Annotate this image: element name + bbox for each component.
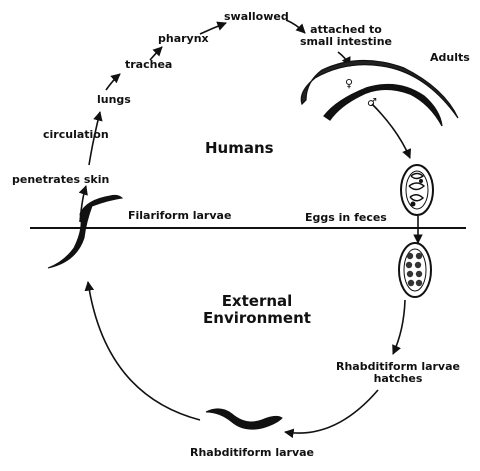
egg-in-feces [401, 165, 433, 215]
label-swallowed: swallowed [224, 11, 289, 23]
arrow-lungs-to-trachea [106, 74, 120, 90]
label-attached: attached to small intestine [298, 24, 394, 48]
label-rhabditiform-hatches: Rhabditiform larvae hatches [332, 361, 464, 385]
label-attached-line2: small intestine [298, 36, 394, 48]
arrow-hatches-to-bottom-larva [285, 390, 378, 433]
label-eggs-in-feces: Eggs in feces [305, 212, 387, 224]
label-lungs: lungs [97, 94, 131, 106]
arrow-adults-to-eggs [372, 104, 410, 158]
label-penetrates-skin: penetrates skin [12, 174, 109, 186]
arrow-bottom-larva-to-filariform [88, 282, 200, 420]
arrow-egg-to-rhabditiform-hatches [393, 300, 405, 354]
label-external-line2: Environment [192, 310, 322, 327]
label-external-environment: External Environment [192, 293, 322, 326]
label-circulation: circulation [43, 129, 109, 141]
label-rhabditiform-hatches-line2: hatches [332, 373, 464, 385]
label-filariform-larvae: Filariform larvae [128, 210, 231, 222]
label-adults: Adults [430, 52, 470, 64]
label-pharynx: pharynx [158, 33, 209, 45]
female-symbol: ♀ [345, 78, 353, 90]
label-trachea: trachea [125, 59, 172, 71]
adult-male-worm [324, 84, 442, 126]
label-external-line1: External [192, 293, 322, 310]
label-rhabditiform-larvae: Rhabditiform larvae [190, 447, 314, 459]
rhabditiform-larva [206, 409, 282, 429]
male-symbol: ♂ [367, 97, 377, 109]
label-humans: Humans [205, 140, 274, 157]
egg-embryonated [399, 243, 431, 297]
filariform-larva [48, 195, 122, 268]
